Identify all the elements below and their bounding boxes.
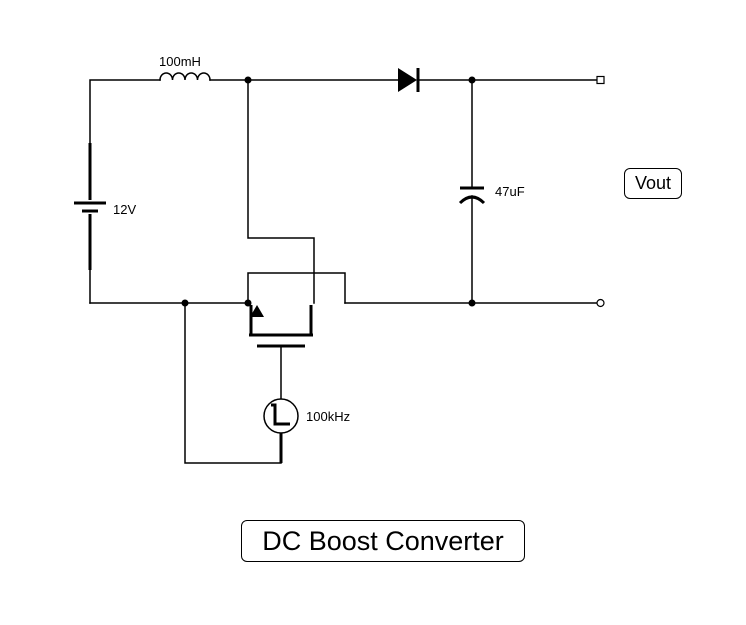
clock-source-label: 100kHz xyxy=(306,409,350,424)
clock-return-wire xyxy=(184,302,282,464)
vout-label: Vout xyxy=(624,168,682,199)
top-wire-mid xyxy=(244,76,399,84)
bottom-wire xyxy=(89,299,598,307)
capacitor-label: 47uF xyxy=(495,184,525,199)
diode xyxy=(398,68,601,92)
inductor-label: 100mH xyxy=(159,54,201,69)
top-wire-left xyxy=(89,79,161,144)
inductor: 100mH xyxy=(159,54,249,81)
battery: 12V xyxy=(74,143,136,304)
clock-source: 100kHz xyxy=(263,398,350,463)
battery-label: 12V xyxy=(113,202,136,217)
mosfet xyxy=(247,272,346,399)
diagram-title: DC Boost Converter xyxy=(241,520,525,562)
switch-wire xyxy=(247,79,315,304)
capacitor: 47uF xyxy=(458,79,525,304)
output-terminal-top xyxy=(596,75,605,85)
output-terminal-bottom xyxy=(596,298,605,308)
